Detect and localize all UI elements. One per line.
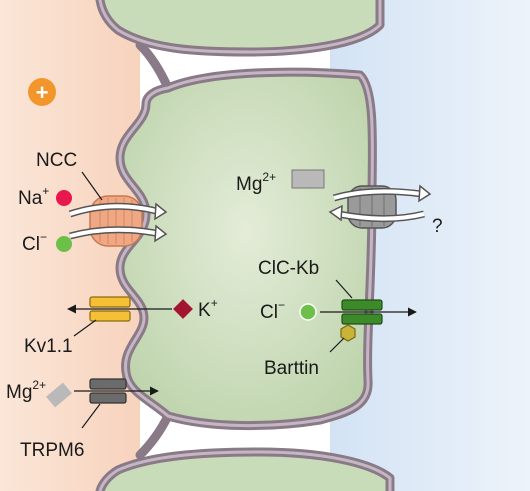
ncc-leader-line xyxy=(81,171,103,201)
kv11-channel xyxy=(89,296,131,322)
na-ion-icon xyxy=(56,190,72,206)
kv-leader-line xyxy=(73,319,97,337)
plus-badge-icon: + xyxy=(28,78,56,106)
clckb-channel xyxy=(341,299,383,325)
cl-right-label: Cl− xyxy=(260,298,285,323)
ncc-transporter xyxy=(68,195,168,247)
trpm6-channel xyxy=(89,378,127,404)
neighbor-cell-bottom xyxy=(100,452,390,491)
barttin-icon xyxy=(340,324,356,342)
k-ion-icon xyxy=(173,299,193,319)
na-label: Na+ xyxy=(18,184,49,209)
cl-left-ion-icon xyxy=(56,236,72,252)
mg-right-label: Mg2+ xyxy=(236,170,276,195)
trpm6-label: TRPM6 xyxy=(20,440,84,461)
cell-body xyxy=(120,72,373,426)
barttin-label: Barttin xyxy=(264,358,319,379)
mg-left-label: Mg2+ xyxy=(6,378,46,403)
k-label: K+ xyxy=(198,296,218,321)
kv-label: Kv1.1 xyxy=(24,336,73,357)
mg-basolateral-channel xyxy=(328,184,432,229)
ncc-label: NCC xyxy=(36,150,77,171)
neighbor-cell-top xyxy=(100,0,380,52)
trpm6-leader-line xyxy=(81,403,101,429)
membrane xyxy=(95,0,395,491)
unknown-question-mark: ? xyxy=(432,216,443,237)
mg-right-ion-icon xyxy=(291,169,325,189)
barttin-leader-line xyxy=(329,337,345,353)
cl-right-ion-icon xyxy=(299,303,317,321)
mg-left-ion-icon xyxy=(46,382,72,408)
cl-left-label: Cl− xyxy=(22,230,47,255)
plus-badge-symbol: + xyxy=(36,80,49,105)
clckb-label: ClC-Kb xyxy=(258,258,319,279)
clckb-leader-line xyxy=(335,279,353,299)
